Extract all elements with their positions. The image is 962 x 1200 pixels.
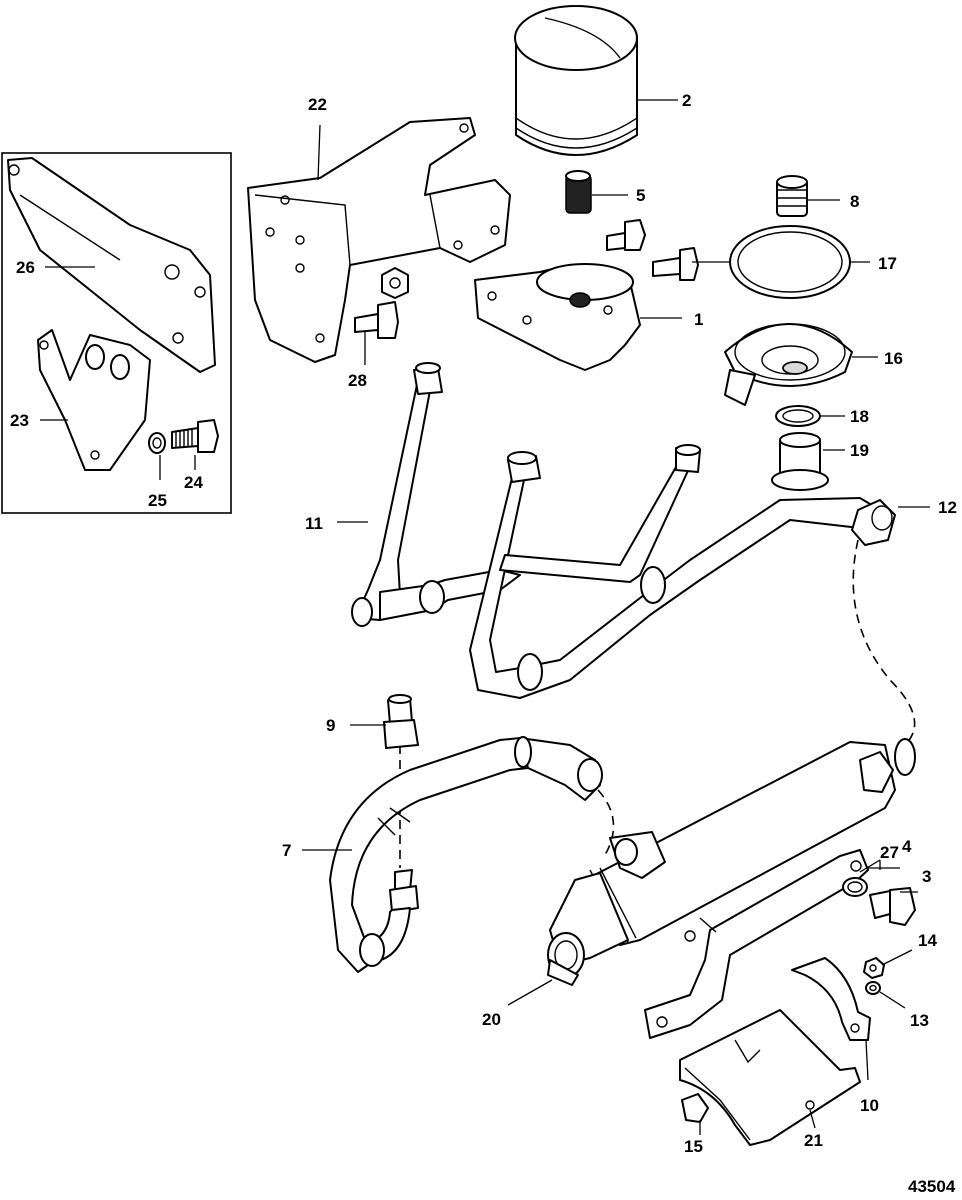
clamp-21 xyxy=(679,1009,861,1146)
adapter-bolts xyxy=(606,219,699,281)
callout-9: 9 xyxy=(326,716,335,735)
o-ring-18 xyxy=(775,405,821,427)
hose-7 xyxy=(329,736,603,973)
callout-27: 27 xyxy=(880,843,899,862)
bolt-15 xyxy=(681,1093,709,1123)
leader-lines xyxy=(40,99,930,1135)
callout-11: 11 xyxy=(305,514,323,533)
washer-25 xyxy=(148,432,166,454)
nipple-fitting-5 xyxy=(565,170,592,214)
inset-box xyxy=(1,152,232,514)
connection-line-12-cooler xyxy=(852,539,916,746)
callout-7: 7 xyxy=(282,841,291,860)
callout-12: 12 xyxy=(938,498,957,517)
callout-19: 19 xyxy=(850,441,869,460)
callout-23: 23 xyxy=(10,411,29,430)
filter-base-16 xyxy=(724,323,853,406)
callout-18: 18 xyxy=(850,407,869,426)
o-ring-4 xyxy=(842,877,868,897)
mounting-bracket-22 xyxy=(247,117,511,363)
callout-14: 14 xyxy=(918,931,937,950)
washer-13 xyxy=(865,981,881,995)
callout-26: 26 xyxy=(16,258,35,277)
callout-17: 17 xyxy=(878,254,897,273)
bolt-24 xyxy=(171,419,219,453)
seal-ring-17 xyxy=(729,225,851,299)
filter-adapter-1 xyxy=(474,263,641,371)
callout-24: 24 xyxy=(184,473,203,492)
callout-25: 25 xyxy=(148,491,167,510)
hose-assembly-12 xyxy=(469,444,896,699)
bolts-28 xyxy=(354,267,409,339)
callout-labels: 1 2 3 4 5 7 8 9 10 11 12 13 14 15 16 17 … xyxy=(10,91,957,1196)
callout-10: 10 xyxy=(860,1096,879,1115)
callout-3: 3 xyxy=(922,867,931,886)
bracket-plate-26 xyxy=(7,157,216,373)
callout-5: 5 xyxy=(636,186,645,205)
bracket-23 xyxy=(37,329,151,471)
callout-28: 28 xyxy=(348,371,367,390)
callout-21: 21 xyxy=(804,1131,823,1150)
connection-line-7-cooler xyxy=(597,789,615,856)
callout-20: 20 xyxy=(482,1010,501,1029)
end-cap-20 xyxy=(547,872,629,986)
clamp-10 xyxy=(791,957,871,1041)
fitting-8 xyxy=(776,175,808,217)
hose-11 xyxy=(351,362,521,627)
fitting-9 xyxy=(383,694,419,749)
support-bracket-27 xyxy=(644,849,869,1039)
sleeve-19 xyxy=(771,432,829,491)
figure-number: 43504 xyxy=(908,1177,956,1196)
callout-22: 22 xyxy=(308,95,327,114)
oil-filter-2 xyxy=(514,5,638,156)
callout-13: 13 xyxy=(910,1011,929,1030)
callout-1: 1 xyxy=(694,310,703,329)
callout-15: 15 xyxy=(684,1137,703,1156)
nut-14 xyxy=(863,957,885,979)
callout-16: 16 xyxy=(884,349,903,368)
plug-3 xyxy=(869,887,916,926)
callout-4: 4 xyxy=(902,837,912,856)
callout-8: 8 xyxy=(850,192,859,211)
callout-2: 2 xyxy=(682,91,691,110)
